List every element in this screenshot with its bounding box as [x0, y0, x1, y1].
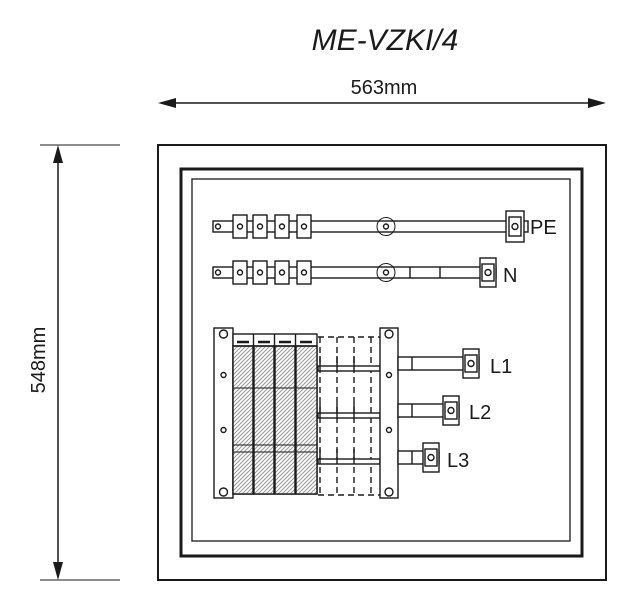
height-dimension-label: 548mm: [28, 327, 50, 394]
l2-terminal: [397, 395, 460, 426]
enclosure-frame: [157, 144, 607, 581]
pe-label: PE: [530, 217, 557, 239]
n-label: N: [503, 265, 517, 287]
height-dimension: [40, 144, 120, 581]
n-busbar: [212, 257, 497, 288]
width-dimension-label: 563mm: [351, 77, 418, 99]
l2-label: L2: [469, 402, 491, 424]
product-title: ME-VZKI/4: [312, 24, 459, 57]
l3-label: L3: [447, 450, 469, 472]
fuse-block: [213, 327, 399, 499]
l3-terminal: [397, 442, 440, 473]
l1-label: L1: [490, 356, 512, 378]
pe-busbar: [212, 210, 529, 243]
width-dimension: [158, 98, 606, 108]
l1-terminal: [397, 348, 480, 379]
